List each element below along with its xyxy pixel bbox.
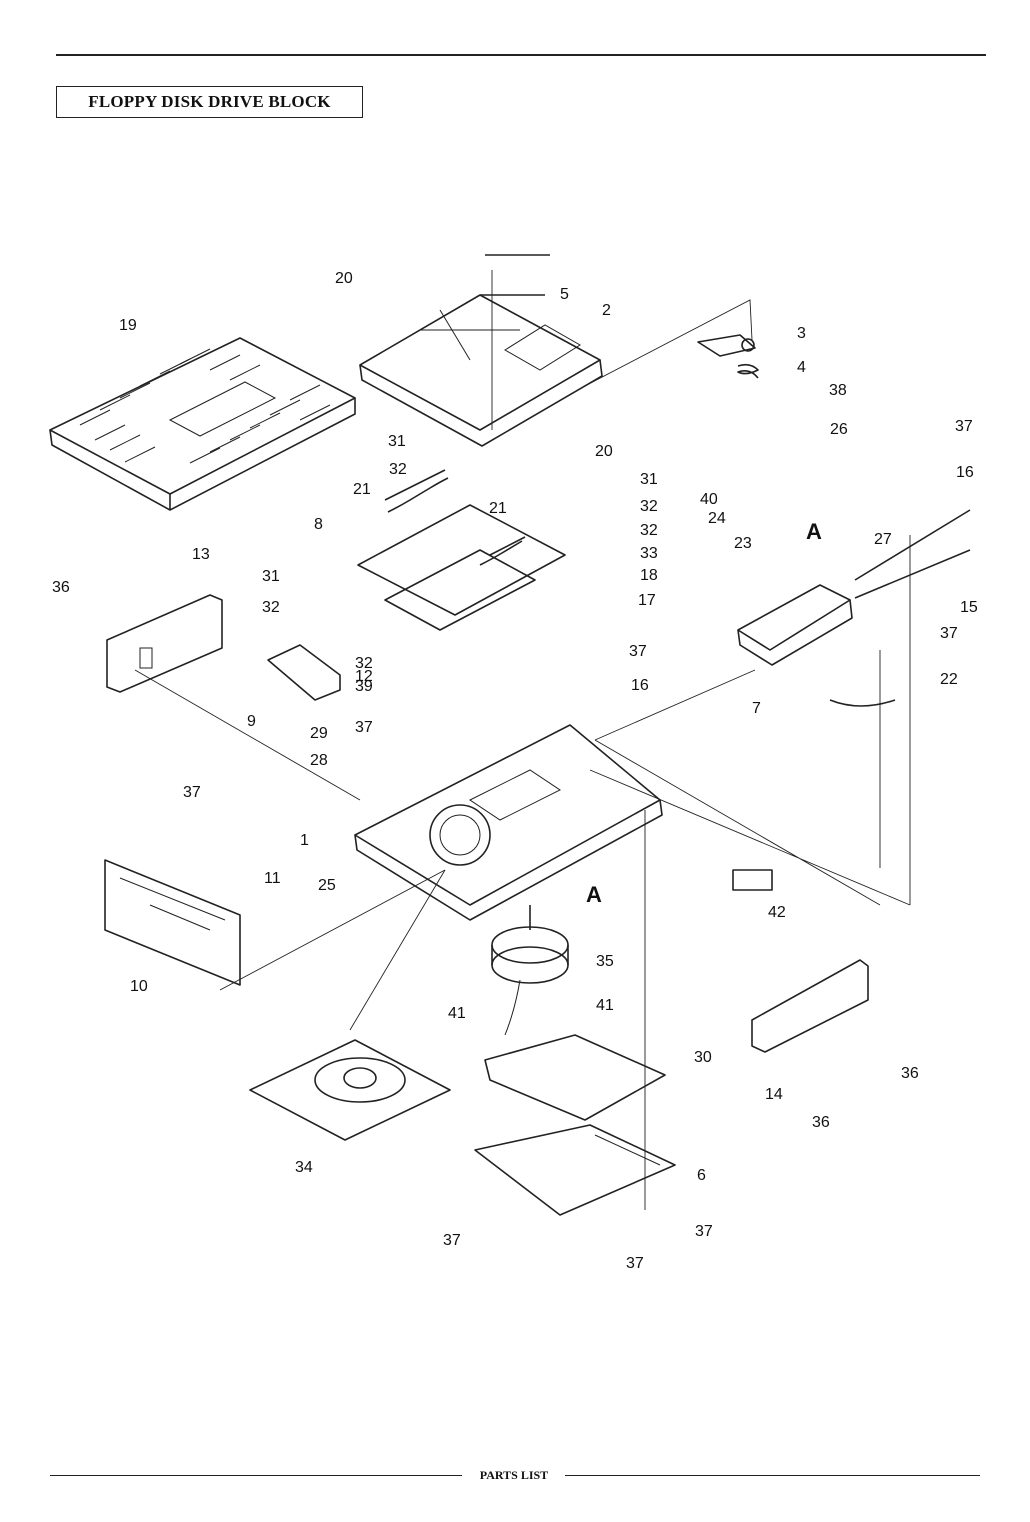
footer: PARTS LIST [50, 1467, 980, 1483]
exploded-diagram: 1 2 3 4 5 6 7 8 9 10 11 12 13 14 15 16 1… [0, 0, 1030, 1440]
callout-label: 22 [940, 671, 958, 688]
callout-label: 8 [314, 516, 323, 533]
callout-label: 23 [734, 535, 752, 552]
front-bezel-part [105, 860, 240, 985]
callout-label: 37 [695, 1223, 713, 1240]
head-carriage-part [738, 510, 970, 706]
callout-label: 9 [247, 713, 256, 730]
callout-label: 42 [768, 904, 786, 921]
callout-label: 36 [52, 579, 70, 596]
callout-label: 37 [955, 418, 973, 435]
top-cover-part [50, 338, 355, 510]
lever-part [698, 335, 758, 378]
callout-label: 17 [638, 592, 656, 609]
callout-label: 6 [697, 1167, 706, 1184]
callout-label: 32 [640, 522, 658, 539]
callout-label: 26 [830, 421, 848, 438]
callout-label: 32 [262, 599, 280, 616]
label-part [733, 870, 772, 890]
callout-label: 21 [353, 481, 371, 498]
main-chassis-part [355, 725, 662, 920]
callout-label: 37 [629, 643, 647, 660]
callout-label: 32 [640, 498, 658, 515]
callout-label: 7 [752, 700, 761, 717]
insulation-sheet-part [485, 1035, 665, 1120]
callout-label: 20 [595, 443, 613, 460]
callout-label: 32 [389, 461, 407, 478]
footer-rule-left [50, 1475, 462, 1476]
callout-label: 33 [640, 545, 658, 562]
callout-label: 15 [960, 599, 978, 616]
callout-label: 31 [388, 433, 406, 450]
callout-label: 16 [631, 677, 649, 694]
right-bracket-part [752, 960, 868, 1052]
footer-label: PARTS LIST [463, 1467, 565, 1483]
callout-label: 38 [829, 382, 847, 399]
callout-label: 29 [310, 725, 328, 742]
spindle-motor-part [492, 905, 568, 1035]
callout-label: 31 [640, 471, 658, 488]
callout-label: 36 [812, 1114, 830, 1131]
upper-frame-part [360, 295, 602, 446]
footer-rule-right [565, 1475, 980, 1476]
callout-label: 34 [295, 1159, 313, 1176]
callout-label: 30 [694, 1049, 712, 1066]
callout-label: 3 [797, 325, 806, 342]
callout-label: 37 [355, 719, 373, 736]
slider-part [358, 470, 565, 630]
callout-label: 21 [489, 500, 507, 517]
callout-label: 37 [626, 1255, 644, 1272]
callout-labels: 1 2 3 4 5 6 7 8 9 10 11 12 13 14 15 16 1… [52, 270, 978, 1272]
callout-label: 11 [264, 870, 281, 887]
callout-label: 13 [192, 546, 210, 563]
callout-label: 37 [940, 625, 958, 642]
detail-marker-upper: A [806, 519, 822, 544]
callout-label: 37 [183, 784, 201, 801]
callout-label: 40 [700, 491, 718, 508]
callout-label: 10 [130, 978, 148, 995]
callout-label: 27 [874, 531, 892, 548]
callout-label: 32 [355, 655, 373, 672]
callout-label: 1 [300, 832, 309, 849]
callout-label: 41 [448, 1005, 466, 1022]
callout-label: 20 [335, 270, 353, 287]
callout-label: 28 [310, 752, 328, 769]
callout-label: 2 [602, 302, 611, 319]
callout-label: 35 [596, 953, 614, 970]
callout-label: 37 [443, 1232, 461, 1249]
callout-label: 19 [119, 317, 137, 334]
callout-label: 39 [355, 678, 373, 695]
callout-label: 31 [262, 568, 280, 585]
callout-label: 25 [318, 877, 336, 894]
callout-label: 14 [765, 1086, 783, 1103]
detail-marker-lower: A [586, 882, 602, 907]
callout-label: 4 [797, 359, 806, 376]
callout-label: 41 [596, 997, 614, 1014]
hub-plate-part [250, 1040, 450, 1140]
guide-part [268, 645, 340, 700]
left-bracket-part [107, 595, 222, 692]
callout-label: 5 [560, 286, 569, 303]
callout-label: 24 [708, 510, 726, 527]
callout-label: 36 [901, 1065, 919, 1082]
callout-label: 18 [640, 567, 658, 584]
callout-label: 16 [956, 464, 974, 481]
